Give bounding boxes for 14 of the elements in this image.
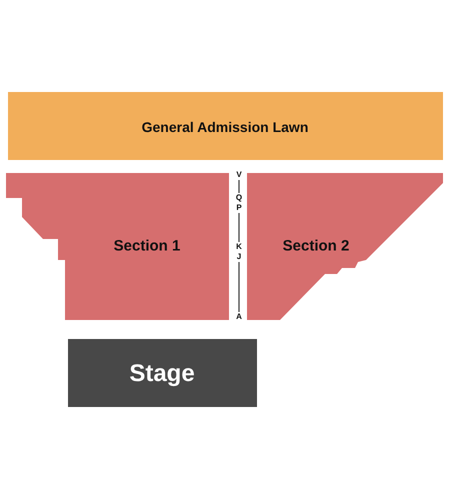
- section-label: Section 1: [114, 238, 180, 254]
- row-letter: V: [236, 171, 242, 179]
- section-label: Section 2: [282, 238, 350, 254]
- lawn-area: [8, 92, 443, 160]
- row-letter: J: [236, 253, 242, 261]
- row-letter: Q: [236, 194, 242, 202]
- row-letter: A: [236, 313, 242, 321]
- seating-section: [247, 173, 443, 320]
- seating-section: [6, 173, 229, 320]
- row-letter: K: [236, 243, 242, 251]
- stage-label: Stage: [129, 362, 195, 386]
- area-label: General Admission Lawn: [142, 120, 308, 134]
- stage-area: [68, 339, 257, 407]
- row-letter: P: [236, 204, 242, 212]
